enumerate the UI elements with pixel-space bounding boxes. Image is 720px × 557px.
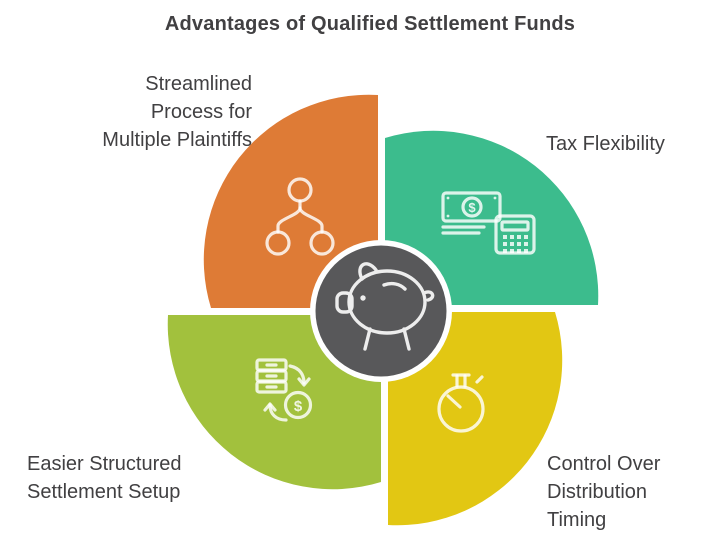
svg-text:$: $	[468, 200, 476, 215]
segment-bottom-right	[388, 312, 563, 526]
pig-tail	[422, 290, 435, 302]
svg-text:$: $	[294, 398, 303, 415]
pig-eye	[360, 295, 366, 301]
page-title: Advantages of Qualified Settlement Funds	[164, 13, 576, 35]
pinwheel-petals	[167, 94, 599, 526]
pig-snout	[335, 291, 354, 314]
segment-label-top-left: Streamlined Process for Multiple Plainti…	[102, 70, 252, 154]
segment-top-right	[385, 130, 599, 305]
pig-ear	[358, 262, 378, 281]
hierarchy-icon	[265, 177, 335, 256]
stopwatch-icon	[437, 373, 485, 433]
label-line: Easier Structured	[27, 453, 182, 475]
label-line: Timing	[547, 509, 607, 531]
segment-label-top-right: Tax Flexibility	[546, 130, 665, 158]
label-line: Control Over	[547, 453, 661, 475]
label-line: Tax Flexibility	[546, 133, 665, 155]
piggy-bank-icon	[335, 262, 435, 351]
pig-coin-slot	[382, 281, 407, 291]
money-calculator-icon: $	[441, 191, 536, 255]
segment-label-bottom-right: Control Over Distribution Timing	[547, 450, 660, 534]
label-line: Distribution	[547, 481, 648, 503]
segment-label-bottom-left: Easier Structured Settlement Setup	[27, 450, 182, 506]
segment-top-left	[203, 94, 378, 308]
label-line: Streamlined	[145, 73, 252, 95]
segment-bottom-left	[167, 315, 381, 490]
calculator-keys	[503, 235, 528, 253]
center-circle	[315, 245, 447, 377]
label-line: Settlement Setup	[27, 481, 181, 503]
label-line: Multiple Plaintiffs	[102, 129, 252, 151]
money-exchange-icon: $	[255, 358, 313, 422]
label-line: Process for	[150, 101, 252, 123]
